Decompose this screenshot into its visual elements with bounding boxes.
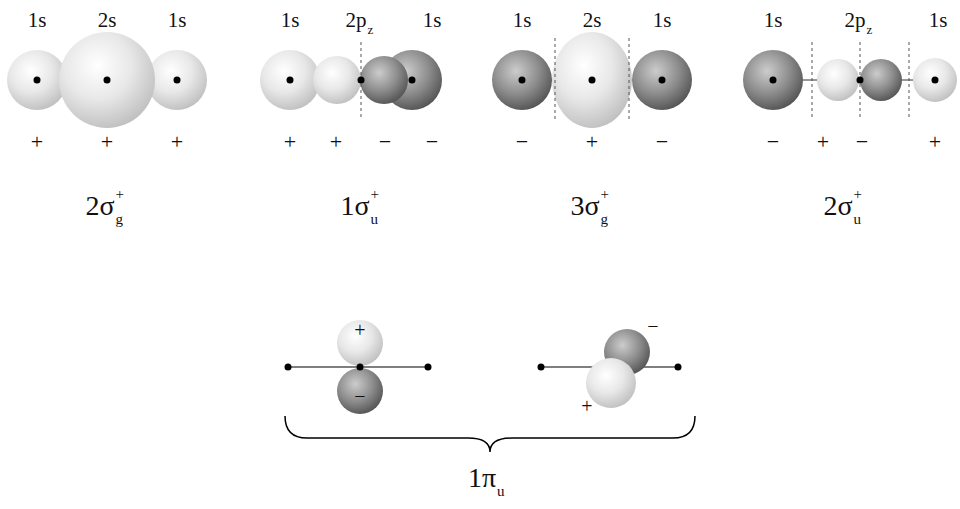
orbital-2sigma-u xyxy=(743,42,957,118)
atom-label: 1s xyxy=(281,10,300,31)
sign-label: + xyxy=(817,131,829,153)
orbital-label: 2σ xyxy=(85,192,114,220)
atom-label: 1s xyxy=(764,10,783,31)
orbital-1pi-u xyxy=(285,320,682,414)
orbital-label: 1π xyxy=(468,464,496,492)
sign-label: − xyxy=(856,131,868,153)
sign-label: + xyxy=(586,131,598,153)
sign-label: − xyxy=(379,131,391,153)
atom-label: 2p xyxy=(845,10,866,31)
atom-label: 1s xyxy=(168,10,187,31)
subscript: u xyxy=(371,212,379,227)
orbital-1sigma-u xyxy=(260,42,442,118)
brace xyxy=(285,416,695,452)
subscript: z xyxy=(867,23,873,36)
sign-label: + xyxy=(284,131,296,153)
sign-label: + xyxy=(929,131,941,153)
orbital-label: 1σ xyxy=(340,192,369,220)
sign-label: + xyxy=(101,131,113,153)
subscript: u xyxy=(497,484,505,499)
subscript: g xyxy=(116,212,124,227)
atom-label: 1s xyxy=(28,10,47,31)
superscript: + xyxy=(371,187,379,202)
superscript: + xyxy=(116,187,124,202)
orbital-3sigma-g xyxy=(492,32,692,128)
atom-label: 1s xyxy=(513,10,532,31)
orbital-label: 3σ xyxy=(570,192,599,220)
sign-label: − xyxy=(354,386,365,406)
atom-label: 2p xyxy=(346,10,367,31)
sign-label: − xyxy=(767,131,779,153)
superscript: + xyxy=(601,187,609,202)
sign-label: − xyxy=(656,131,668,153)
orbital-2sigma-g xyxy=(7,32,207,128)
sign-label: + xyxy=(31,131,43,153)
sign-label: + xyxy=(330,131,342,153)
orbital-label: 2σ xyxy=(823,192,852,220)
sign-label: + xyxy=(581,396,592,416)
subscript: z xyxy=(368,23,374,36)
sign-label: − xyxy=(647,316,658,336)
superscript: + xyxy=(854,187,862,202)
atom-label: 2s xyxy=(98,10,117,31)
subscript: u xyxy=(854,212,862,227)
atom-label: 2s xyxy=(583,10,602,31)
atom-label: 1s xyxy=(423,10,442,31)
sign-label: − xyxy=(516,131,528,153)
atom-label: 1s xyxy=(653,10,672,31)
sign-label: + xyxy=(171,131,183,153)
subscript: g xyxy=(601,212,609,227)
sign-label: + xyxy=(354,320,365,340)
atom-label: 1s xyxy=(929,10,948,31)
sign-label: − xyxy=(426,131,438,153)
